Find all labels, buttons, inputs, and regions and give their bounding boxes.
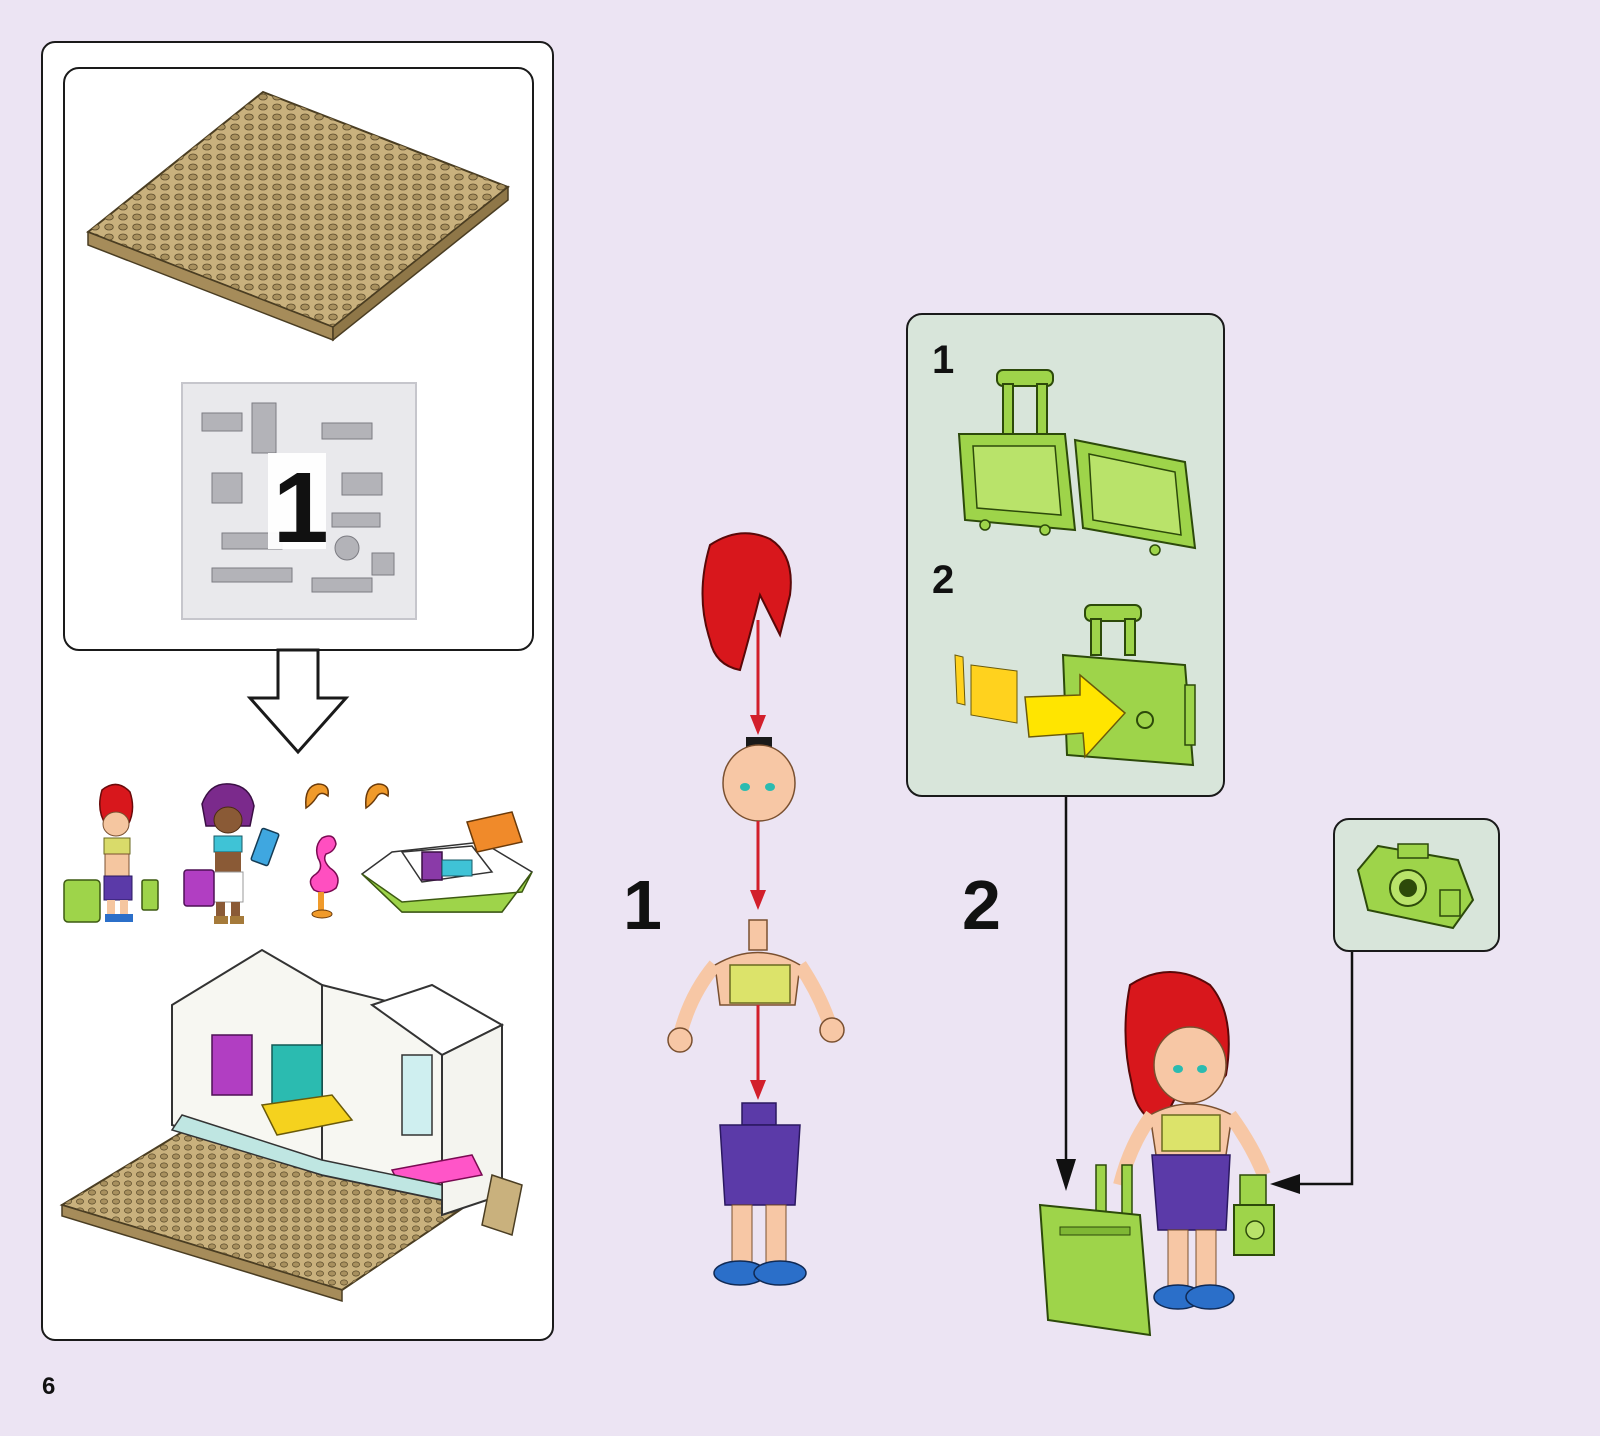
step-2-number: 2 — [962, 870, 1001, 940]
page-number: 6 — [42, 1373, 55, 1401]
hair-accessory-icon — [302, 780, 332, 812]
boat-icon — [362, 812, 537, 930]
substep-1-number: 1 — [932, 340, 954, 380]
beach-house-icon — [62, 945, 540, 1320]
minifigure-icon — [180, 780, 285, 930]
suitcase-icon — [955, 370, 1205, 560]
step-1-number: 1 — [623, 870, 662, 940]
camera-icon — [1358, 840, 1478, 930]
down-arrow-icon — [250, 650, 350, 755]
minifigure-assembly-icon — [660, 525, 860, 1315]
flamingo-icon — [300, 830, 350, 920]
sticker-apply-icon — [955, 605, 1205, 775]
minifigure-icon — [62, 780, 162, 930]
minifigure-icon — [1040, 965, 1300, 1345]
substep-2-number: 2 — [932, 560, 954, 600]
bag-number: 1 — [273, 458, 329, 558]
hair-accessory-icon — [362, 780, 392, 812]
baseplate-icon — [88, 92, 518, 342]
